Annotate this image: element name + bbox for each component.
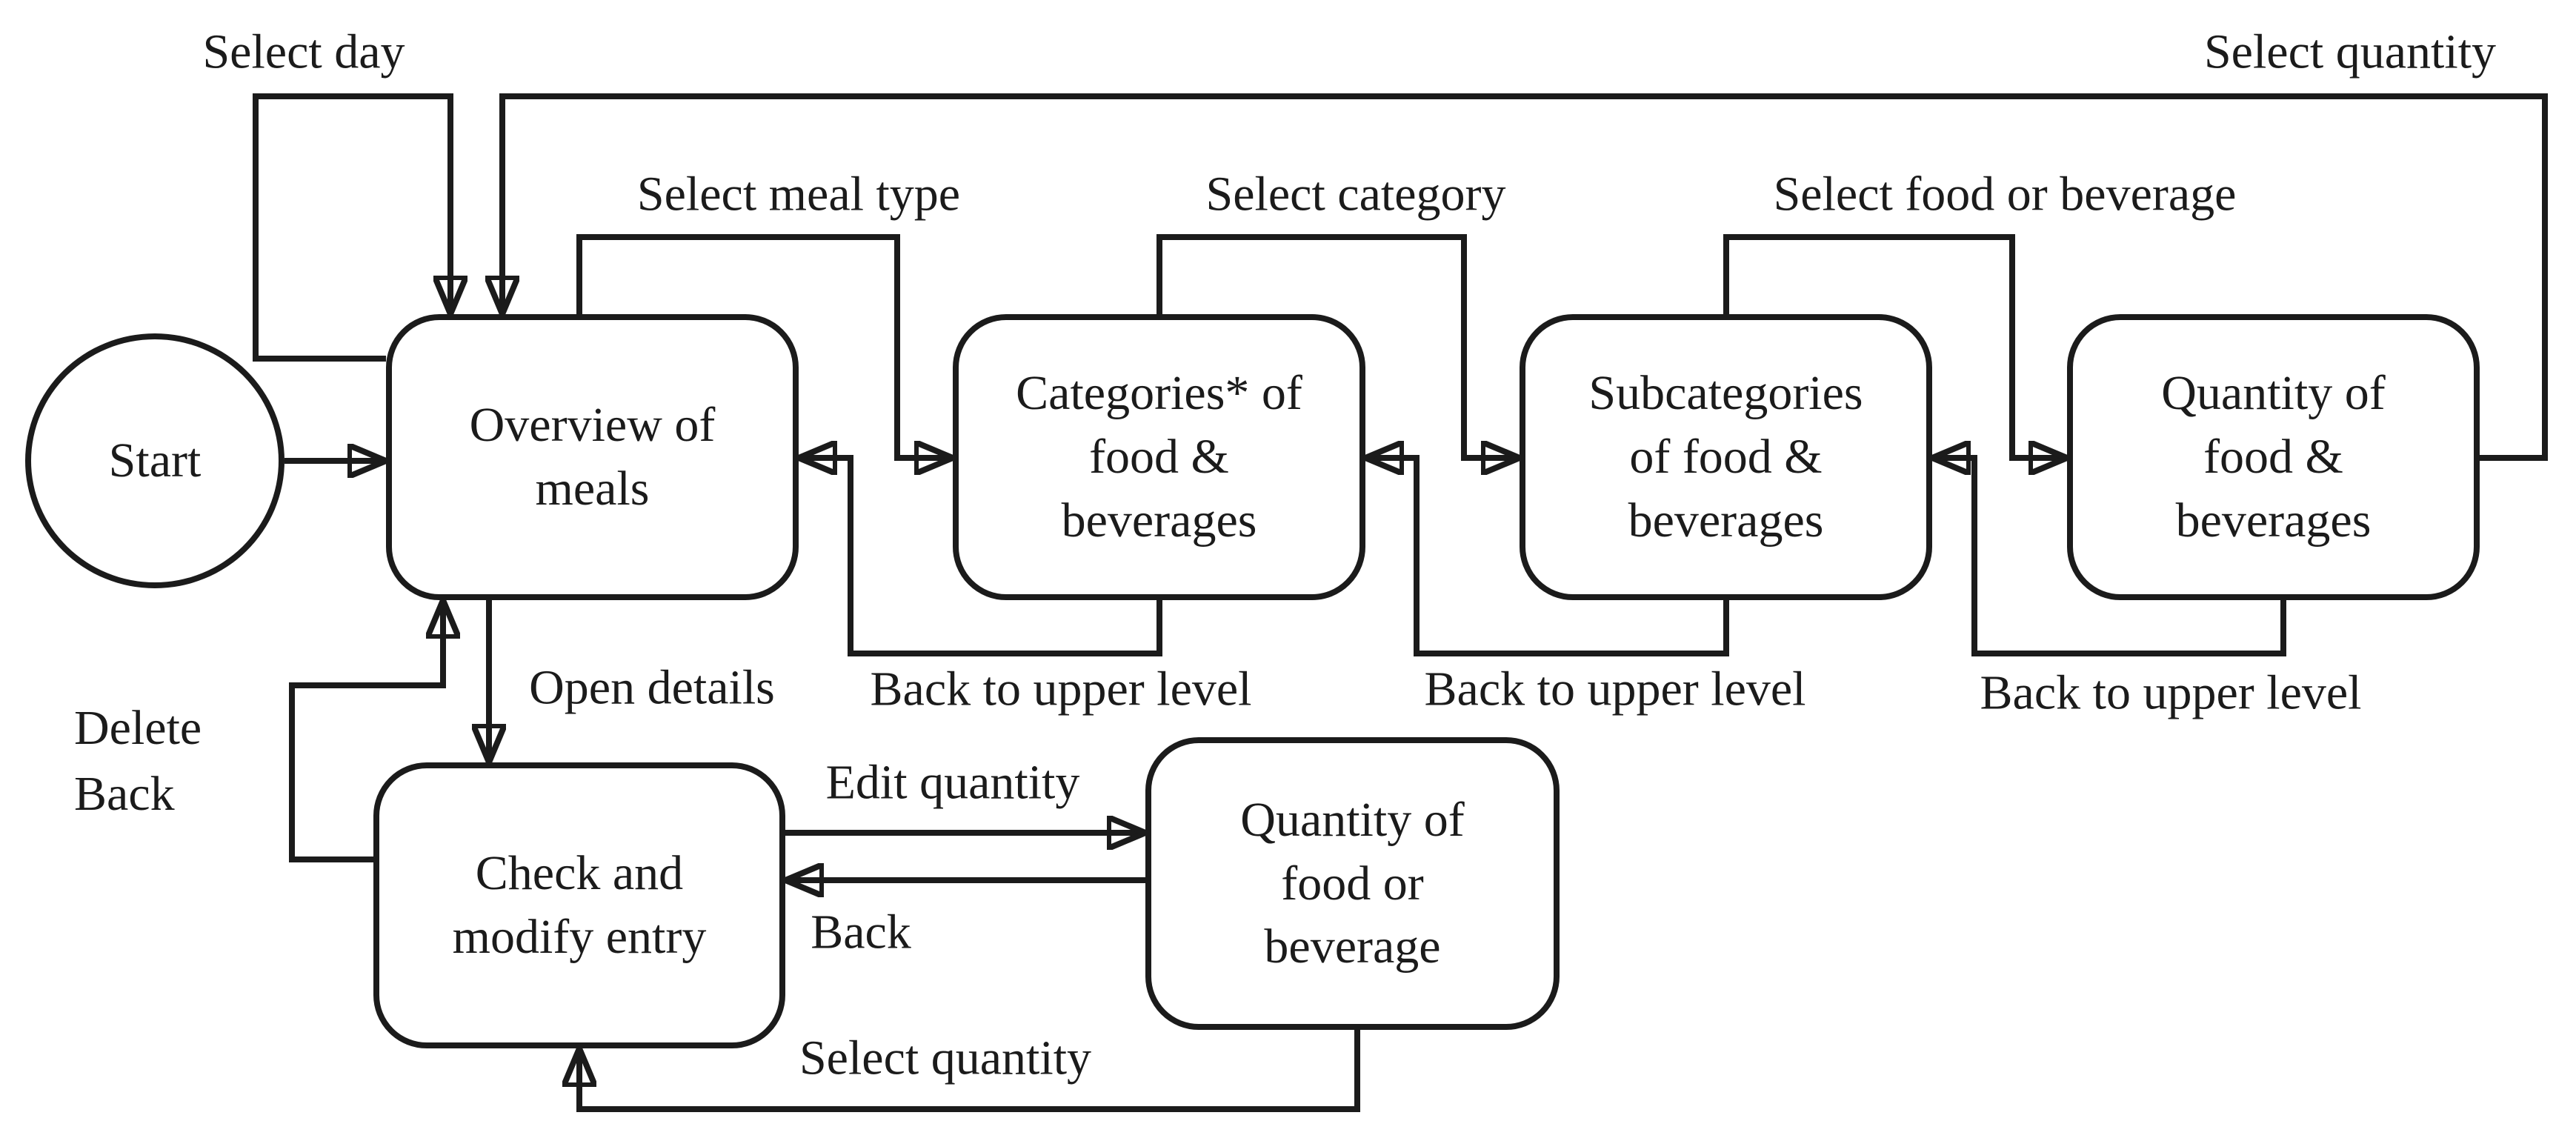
arrow-select-category — [1156, 234, 1520, 458]
arrow-delete-back-return — [289, 600, 443, 862]
label-select-day: Select day — [202, 24, 405, 79]
state-start-label: Start — [108, 433, 202, 488]
arrow-select-food-or-beverage — [1723, 234, 2067, 458]
state-quantity-single-label: Quantity of food or beverage — [1240, 792, 1465, 974]
label-delete-back: Delete Back — [74, 701, 202, 822]
state-quantity-of-food-beverages: Quantity of food & beverages — [2067, 314, 2480, 600]
label-select-category: Select category — [1205, 167, 1506, 222]
label-open-details: Open details — [529, 660, 775, 715]
label-back-mid: Back — [811, 905, 911, 959]
label-edit-quantity: Edit quantity — [825, 755, 1080, 810]
arrow-back-to-subcategories — [1932, 458, 2286, 656]
label-select-food-or-beverage: Select food or beverage — [1773, 167, 2237, 222]
arrow-back-to-overview — [799, 458, 1162, 656]
label-select-quantity-bottom: Select quantity — [799, 1031, 1092, 1085]
state-start: Start — [25, 333, 284, 588]
label-back-to-upper-level-1: Back to upper level — [870, 662, 1252, 716]
label-back-to-upper-level-3: Back to upper level — [1980, 665, 2362, 720]
label-back-to-upper-level-2: Back to upper level — [1424, 662, 1806, 716]
arrow-select-day-loop — [253, 93, 450, 362]
state-subcategories-of-food-beverages: Subcategories of food & beverages — [1520, 314, 1932, 600]
state-quantity-of-food-or-beverage: Quantity of food or beverage — [1145, 737, 1560, 1030]
arrow-select-quantity-bottom — [579, 1030, 1360, 1112]
arrow-select-meal-type — [576, 234, 953, 458]
label-select-meal-type: Select meal type — [636, 167, 961, 222]
arrow-back-to-categories — [1365, 458, 1729, 656]
state-check-modify-label: Check and modify entry — [452, 846, 707, 964]
state-overview-of-meals-label: Overview of meals — [469, 398, 716, 516]
state-quantity-fb-label: Quantity of food & beverages — [2161, 366, 2386, 548]
state-subcategories-label: Subcategories of food & beverages — [1588, 366, 1863, 548]
state-categories-of-food-beverages: Categories* of food & beverages — [953, 314, 1365, 600]
state-overview-of-meals: Overview of meals — [386, 314, 799, 600]
arrow-select-quantity-long — [502, 93, 2548, 461]
label-select-quantity-top: Select quantity — [2203, 24, 2497, 79]
state-check-and-modify-entry: Check and modify entry — [373, 762, 785, 1048]
state-categories-label: Categories* of food & beverages — [1016, 366, 1302, 548]
